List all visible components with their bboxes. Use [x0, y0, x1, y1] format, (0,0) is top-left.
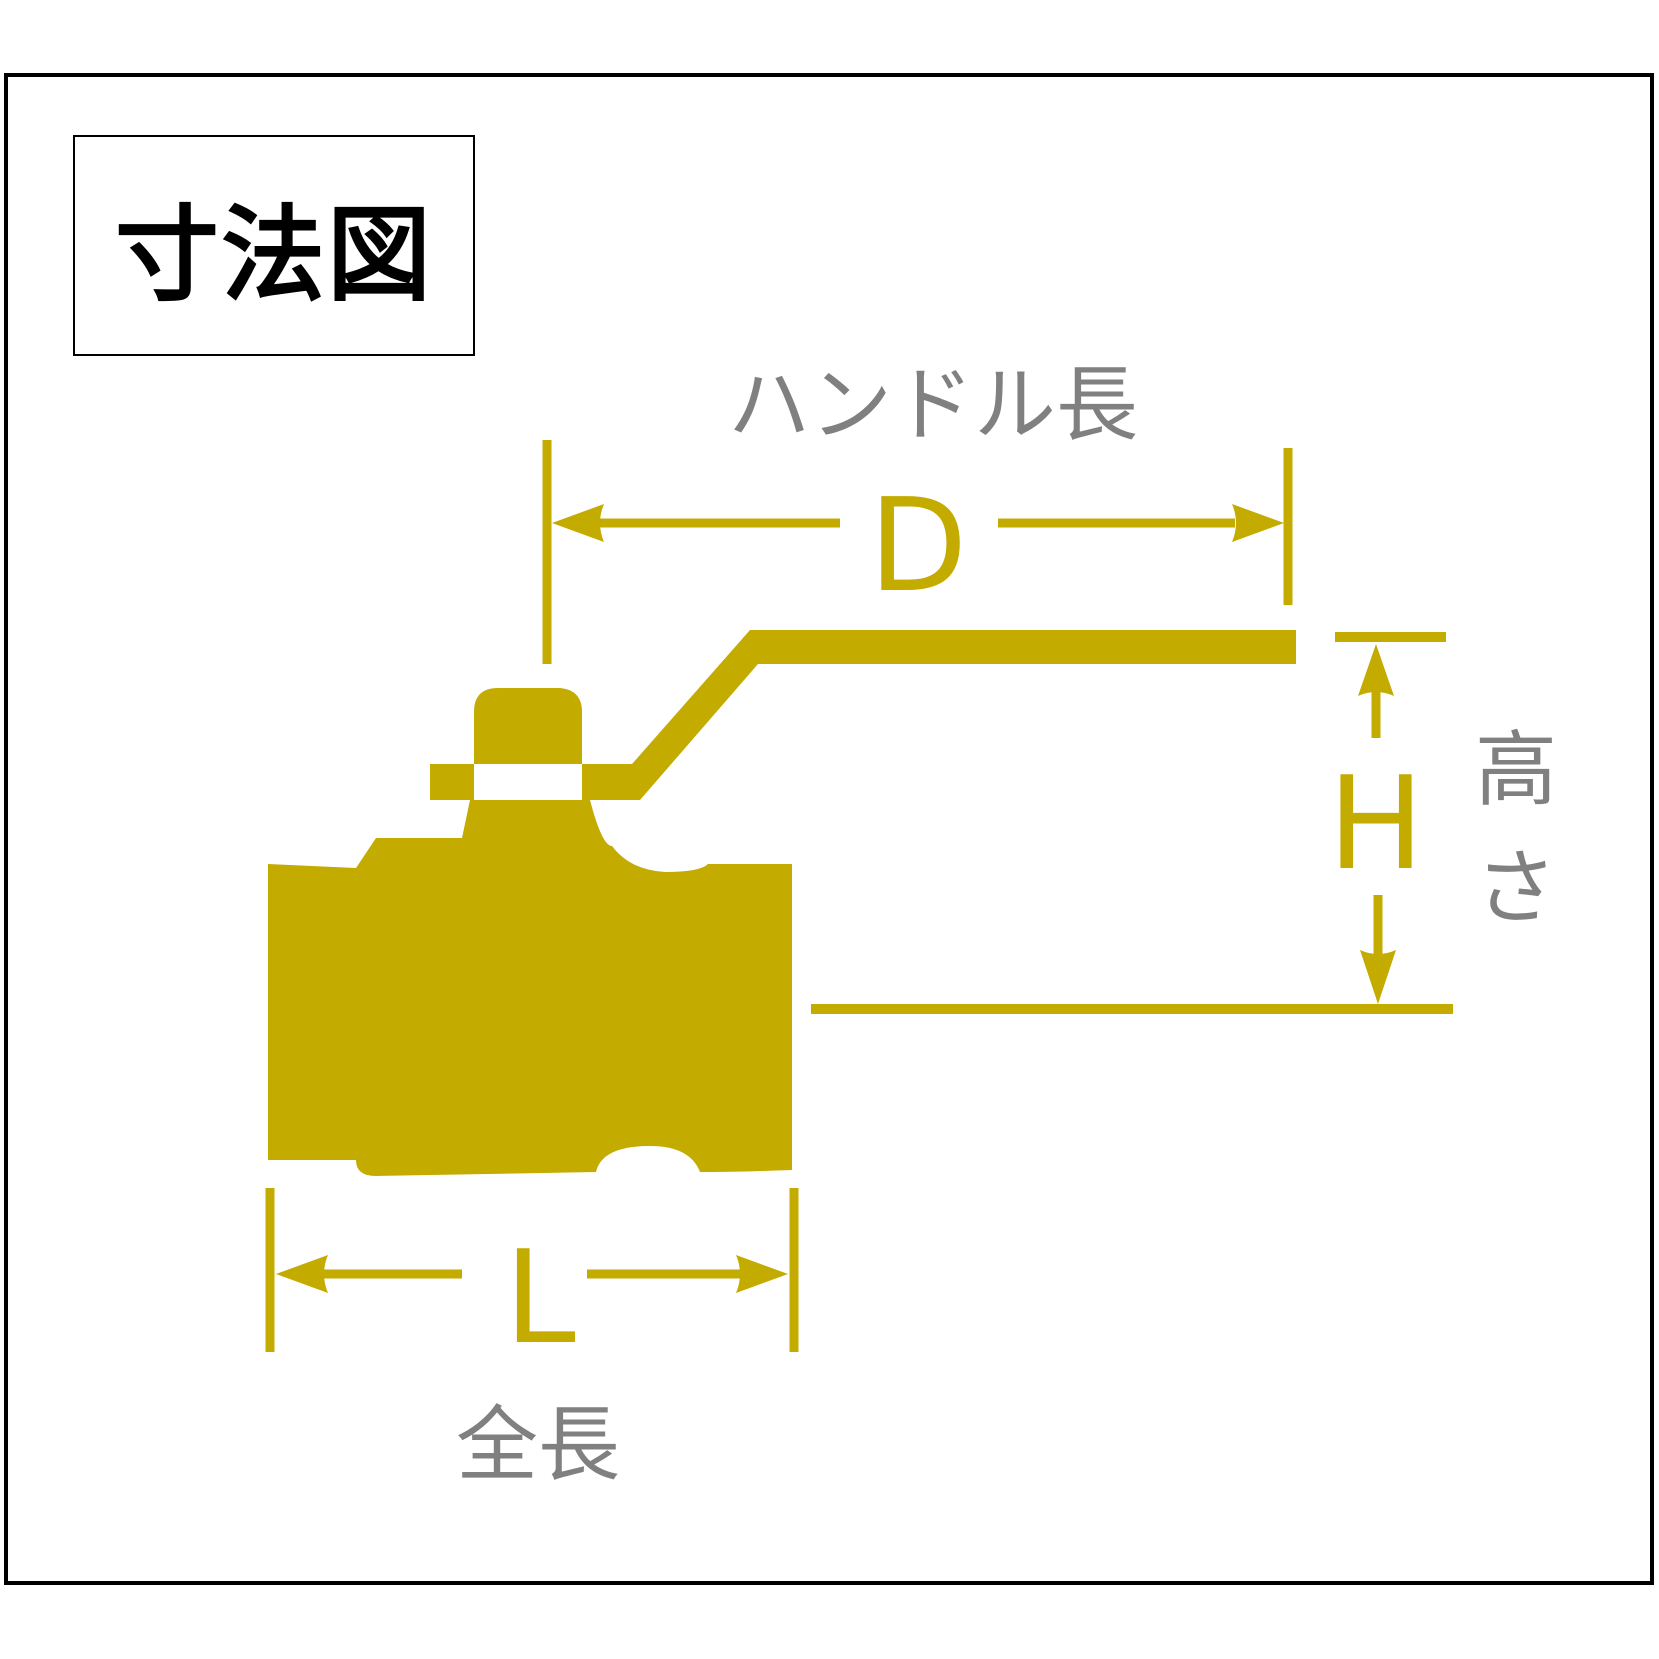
d-arrow-left-icon	[552, 504, 604, 542]
l-arrow-right-icon	[736, 1255, 788, 1293]
h-arrow-down-icon	[1360, 950, 1396, 1004]
handle-length-caption: ハンドル長	[728, 358, 1139, 453]
h-dimension-letter: H	[1328, 750, 1424, 899]
h-arrow-up-icon	[1358, 644, 1394, 696]
valve-stop	[430, 764, 474, 800]
valve-handle	[582, 630, 1296, 800]
d-dimension-letter: D	[869, 472, 968, 621]
height-caption: 高さ	[1474, 723, 1557, 936]
d-arrow-right-icon	[1232, 504, 1284, 542]
l-dimension-letter: L	[504, 1224, 575, 1373]
valve-stem	[474, 688, 582, 764]
total-length-caption: 全長	[456, 1398, 621, 1493]
diagram-frame	[4, 73, 1654, 1585]
page-title: 寸法図	[114, 194, 433, 316]
valve-body	[268, 800, 792, 1176]
title-box: 寸法図	[73, 135, 475, 356]
l-arrow-left-icon	[276, 1255, 328, 1293]
